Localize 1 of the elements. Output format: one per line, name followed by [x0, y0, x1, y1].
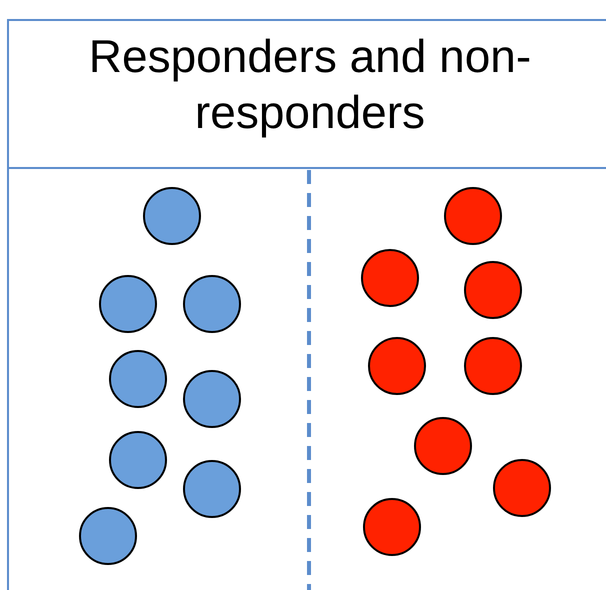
title: Responders and non-responders: [88, 29, 532, 140]
